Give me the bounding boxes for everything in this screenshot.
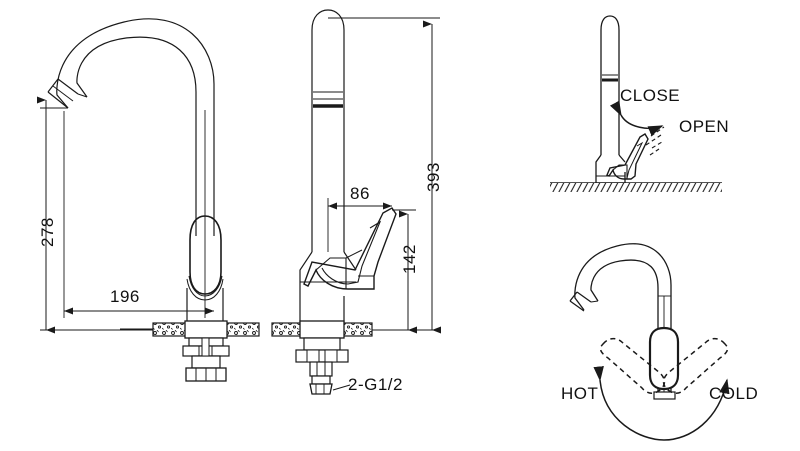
label-close: CLOSE [620, 86, 681, 105]
dim-label-278: 278 [38, 217, 57, 247]
operation-lever-ghost [645, 126, 665, 156]
dim-278 [37, 96, 153, 334]
swivel-handle-current [648, 326, 680, 391]
lever-operation-diagram [550, 15, 722, 192]
side-deck-plate [271, 320, 373, 339]
dim-142 [392, 209, 417, 334]
front-elevation-view [37, 18, 260, 382]
swivel-operation-diagram [569, 243, 730, 441]
side-lever-handle [303, 207, 397, 290]
side-elevation-view [271, 9, 441, 395]
front-mounting-hardware [182, 337, 230, 382]
label-cold: COLD [709, 384, 759, 403]
dim-196 [63, 111, 214, 318]
front-deck-plate [120, 320, 260, 339]
operation-ground-line [550, 182, 722, 192]
dim-label-86: 86 [350, 184, 370, 203]
dim-86 [327, 198, 392, 252]
front-body-base [186, 288, 224, 322]
front-column [195, 110, 215, 318]
label-open: OPEN [679, 117, 730, 136]
label-hot: HOT [561, 384, 599, 403]
dim-label-393: 393 [424, 162, 443, 192]
front-spout-body [47, 18, 215, 110]
operation-lever-handle [606, 133, 649, 180]
hot-cold-arrow [593, 366, 730, 441]
side-spout-column [311, 9, 345, 252]
close-open-arrow [609, 100, 664, 137]
dim-label-142: 142 [400, 244, 419, 274]
side-mounting-hardware [295, 337, 351, 395]
callout-label-thread: 2-G1/2 [348, 375, 403, 394]
dim-label-196: 196 [110, 287, 140, 306]
side-body [299, 251, 357, 322]
front-lever-handle [186, 215, 224, 301]
